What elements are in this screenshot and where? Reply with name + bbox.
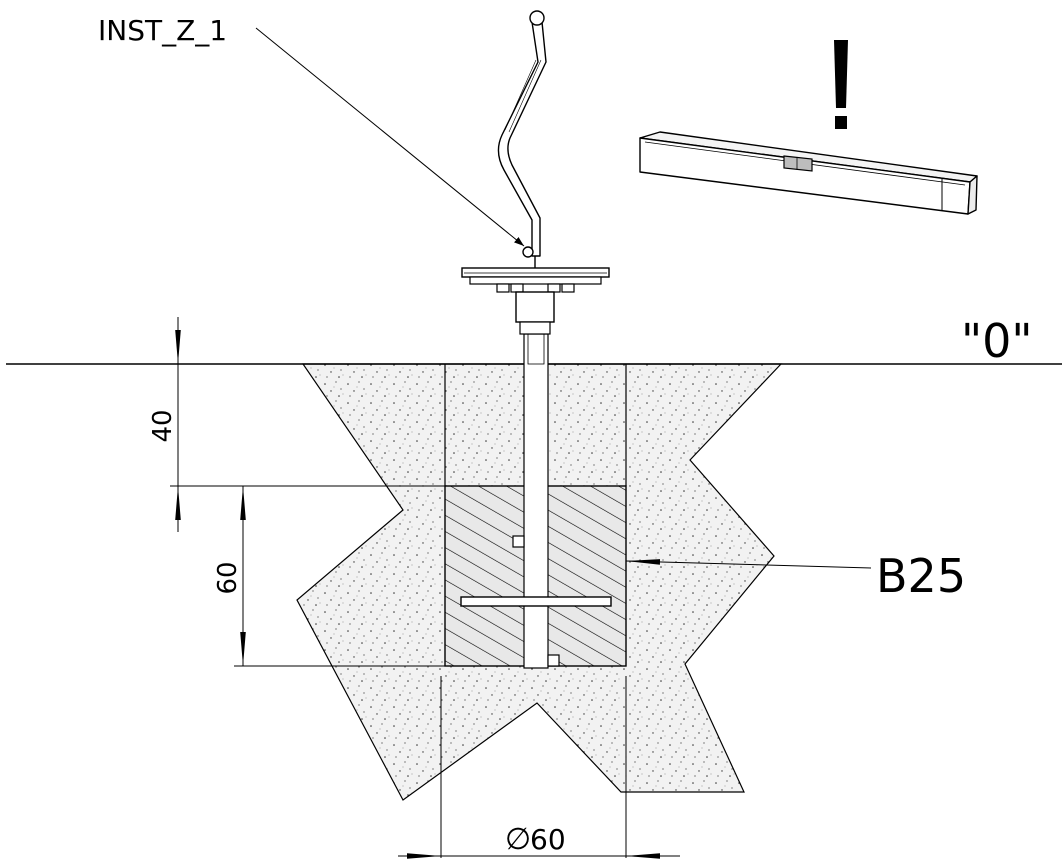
part-code-leader [255,27,525,247]
lever-pivot [522,246,534,258]
pole-shaft [523,333,549,669]
anchor-tab-lower [547,654,560,667]
depth-concrete-label: 60 [213,561,243,594]
lever-handle [497,21,547,257]
ground-level-label: "0" [961,314,1033,368]
diameter-label: 60 [530,823,566,856]
warning-mark [834,40,848,129]
mount-sleeve [515,291,555,323]
mount-bolt [547,283,561,293]
spirit-level [639,131,978,215]
mount-bolt [561,283,575,293]
concrete-grade-leader [625,559,872,569]
anchor-crossbar [460,596,612,607]
mount-plate [461,267,610,278]
mount-bolt [496,283,510,293]
diameter-symbol: ∅ [505,822,531,857]
concrete-grade-label: B25 [876,549,966,603]
depth-top-label: 40 [148,409,178,442]
mount-collar [519,321,551,335]
mount-bolt [510,283,524,293]
anchor-tab-upper [512,535,525,548]
part-code-label: INST_Z_1 [98,14,227,47]
lever-knob [529,10,545,26]
level-vial [783,155,813,172]
